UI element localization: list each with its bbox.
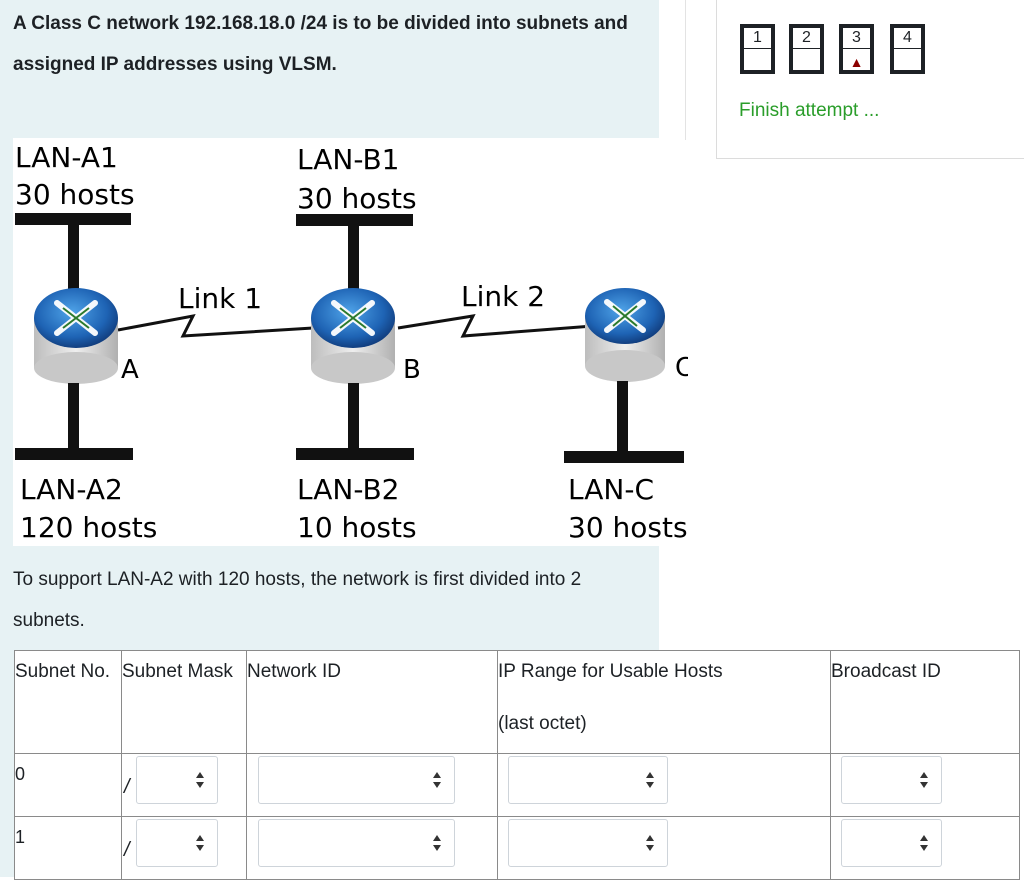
question-nav-number: 3 xyxy=(843,28,870,49)
table-row: 0 / xyxy=(14,753,1020,817)
header-subnet-no: Subnet No. xyxy=(14,650,122,754)
lan-b1-hosts: 30 hosts xyxy=(297,182,417,215)
column-divider xyxy=(685,0,686,140)
lan-b1-bus xyxy=(296,214,413,226)
header-broadcast-id: Broadcast ID xyxy=(830,650,1020,754)
link-2-label: Link 2 xyxy=(461,280,545,313)
lan-c-hosts: 30 hosts xyxy=(568,511,688,544)
select-arrows-icon xyxy=(920,772,928,788)
link-1-label: Link 1 xyxy=(178,282,262,315)
lan-a1-drop xyxy=(68,225,79,295)
header-ip-range-label: IP Range for Usable Hosts xyxy=(498,661,723,682)
network-id-select[interactable] xyxy=(258,756,455,804)
select-arrows-icon xyxy=(646,772,654,788)
lan-c-drop xyxy=(617,381,628,451)
lan-a1-name: LAN-A1 xyxy=(15,141,118,174)
header-ip-range: IP Range for Usable Hosts (last octet) xyxy=(497,650,831,754)
question-title: A Class C network 192.168.18.0 /24 is to… xyxy=(13,13,628,75)
table-header-row: Subnet No. Subnet Mask Network ID IP Ran… xyxy=(14,650,1020,754)
question-nav-number: 1 xyxy=(744,28,771,49)
lan-a2-name: LAN-A2 xyxy=(20,473,123,506)
ip-range-select[interactable] xyxy=(508,819,668,867)
question-nav-button-2[interactable]: 2 xyxy=(789,24,824,74)
select-arrows-icon xyxy=(196,835,204,851)
header-ip-range-sublabel: (last octet) xyxy=(498,713,587,734)
broadcast-id-select[interactable] xyxy=(841,756,942,804)
router-a-icon xyxy=(34,288,118,384)
lan-b2-drop xyxy=(348,383,359,448)
header-network-id: Network ID xyxy=(246,650,498,754)
network-diagram: LAN-A1 30 hosts LAN-B1 30 hosts Link 1 L… xyxy=(13,138,688,546)
select-arrows-icon xyxy=(433,835,441,851)
mask-slash: / xyxy=(124,839,130,861)
router-a-label: A xyxy=(121,355,139,385)
select-arrows-icon xyxy=(196,772,204,788)
mask-slash: / xyxy=(124,776,130,798)
question-nav-button-4[interactable]: 4 xyxy=(890,24,925,74)
question-nav-number: 2 xyxy=(793,28,820,49)
link-2-line xyxy=(397,314,594,338)
subnet-mask-select[interactable] xyxy=(136,819,218,867)
finish-attempt-link[interactable]: Finish attempt ... xyxy=(739,100,880,121)
lan-b2-bus xyxy=(296,448,414,460)
lan-a2-drop xyxy=(68,383,79,448)
subnet-number: 1 xyxy=(15,827,26,847)
lan-b2-name: LAN-B2 xyxy=(297,473,399,506)
router-c-label: C xyxy=(675,353,688,383)
router-b-label: B xyxy=(403,355,421,385)
lan-a2-hosts: 120 hosts xyxy=(20,511,157,544)
subnet-table: Subnet No. Subnet Mask Network ID IP Ran… xyxy=(14,650,1020,880)
question-text: To support LAN-A2 with 120 hosts, the ne… xyxy=(13,569,582,631)
subnet-number: 0 xyxy=(15,764,26,784)
network-topology-svg: LAN-A1 30 hosts LAN-B1 30 hosts Link 1 L… xyxy=(15,141,688,544)
lan-c-name: LAN-C xyxy=(568,473,654,506)
router-b-icon xyxy=(311,288,395,384)
flag-icon: ▲ xyxy=(849,54,864,70)
select-arrows-icon xyxy=(433,772,441,788)
lan-b2-hosts: 10 hosts xyxy=(297,511,417,544)
subnet-mask-select[interactable] xyxy=(136,756,218,804)
select-arrows-icon xyxy=(920,835,928,851)
broadcast-id-select[interactable] xyxy=(841,819,942,867)
lan-a1-bus xyxy=(15,213,131,225)
table-row: 1 / xyxy=(14,816,1020,880)
lan-a1-hosts: 30 hosts xyxy=(15,178,135,211)
link-1-line xyxy=(117,313,314,338)
lan-c-bus xyxy=(564,451,684,463)
lan-b1-name: LAN-B1 xyxy=(297,143,399,176)
ip-range-select[interactable] xyxy=(508,756,668,804)
question-nav-button-1[interactable]: 1 xyxy=(740,24,775,74)
router-c-icon xyxy=(585,288,665,382)
question-nav-button-3[interactable]: 3 ▲ xyxy=(839,24,874,74)
lan-a2-bus xyxy=(15,448,133,460)
lan-b1-drop xyxy=(348,226,359,296)
question-nav-number: 4 xyxy=(894,28,921,49)
select-arrows-icon xyxy=(646,835,654,851)
header-subnet-mask: Subnet Mask xyxy=(121,650,247,754)
network-id-select[interactable] xyxy=(258,819,455,867)
